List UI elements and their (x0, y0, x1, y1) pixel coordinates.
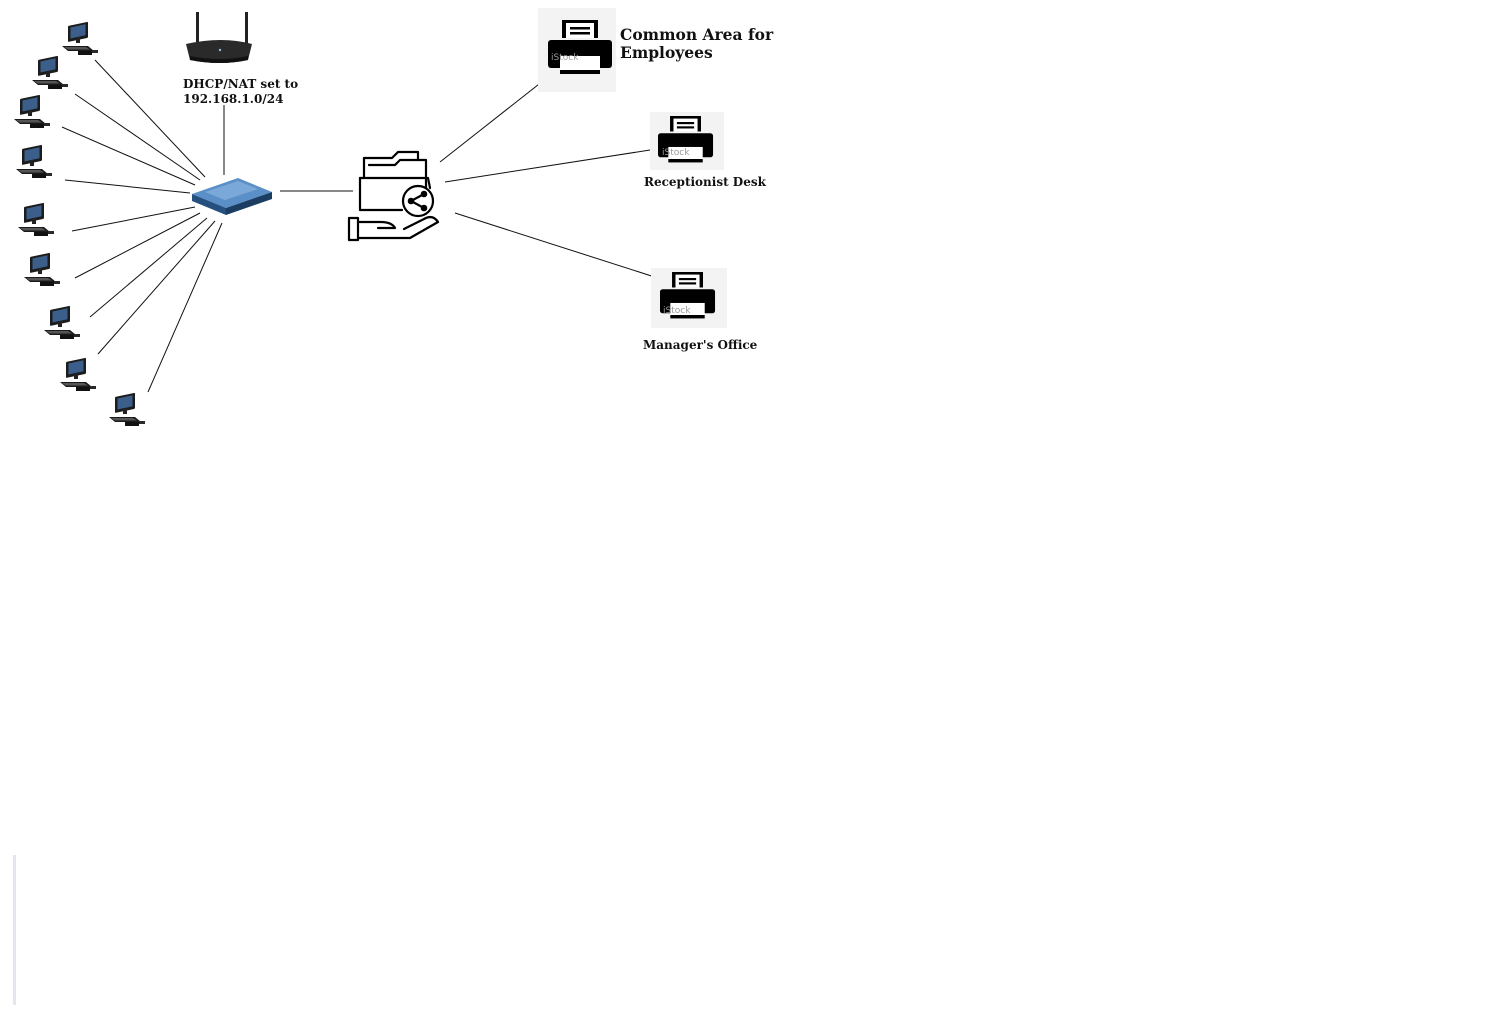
desktop-computer-icon (16, 144, 52, 178)
network-switch-icon (192, 178, 272, 215)
managers-office-label: Manager's Office (643, 338, 758, 352)
printer-manager: iStock (651, 268, 727, 328)
printer-receptionist: iStock (650, 112, 724, 170)
connection-lines (61, 59, 665, 393)
receptionist-desk-label: Receptionist Desk (644, 175, 766, 189)
router-icon (186, 12, 252, 63)
common-area-label: Common Area for Employees (620, 26, 790, 62)
desktop-computer-icon (24, 252, 60, 286)
desktop-computer-icon (60, 357, 96, 391)
left-edge-rule (13, 855, 16, 1005)
common-area-label-line: Employees (620, 43, 713, 62)
file-sharing-icon (347, 150, 440, 242)
workstations (14, 21, 145, 426)
printer-watermark: iStock (663, 306, 691, 316)
desktop-computer-icon (18, 202, 54, 236)
router-label-line: DHCP/NAT set to (183, 77, 299, 91)
desktop-computer-icon (14, 94, 50, 128)
printer-watermark: iStock (662, 148, 690, 158)
common-area-label-line: Common Area for (620, 25, 774, 44)
printer-common-area: iStock (538, 8, 616, 92)
router-label-line: 192.168.1.0/24 (183, 92, 284, 106)
desktop-computer-icon (44, 305, 80, 339)
router-label: DHCP/NAT set to 192.168.1.0/24 (183, 77, 323, 107)
printer-watermark: iStock (551, 53, 579, 63)
desktop-computer-icon (109, 392, 145, 426)
desktop-computer-icon (62, 21, 98, 55)
desktop-computer-icon (32, 55, 68, 89)
